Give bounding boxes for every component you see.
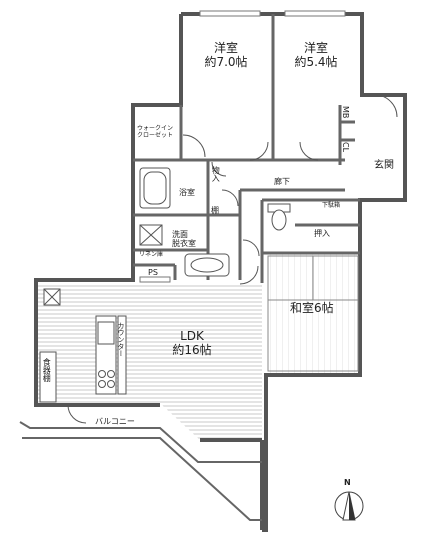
linen-line1: リネン bbox=[139, 251, 158, 258]
japanese-room-label: 和室6帖 bbox=[290, 301, 334, 315]
washbasin bbox=[184, 253, 230, 277]
ldk-floor bbox=[38, 283, 262, 440]
balcony-outline bbox=[19, 421, 262, 521]
western-room-2-label: 洋室 約5.4帖 bbox=[294, 41, 338, 70]
western-room-2-name: 洋室 bbox=[303, 41, 328, 55]
toilet bbox=[267, 203, 291, 231]
shoe-cabinet-label: 下駄箱 bbox=[322, 202, 341, 209]
shelf-label: 棚 bbox=[211, 206, 219, 215]
walk-in-closet-line2: クローゼット bbox=[137, 131, 174, 139]
laundry-pan bbox=[139, 224, 163, 246]
cl-label: CL bbox=[341, 142, 351, 153]
japanese-room-floor bbox=[266, 253, 362, 373]
counter-label: カウンター bbox=[117, 322, 126, 357]
western-room-1-name: 洋室 bbox=[213, 41, 238, 55]
linen-label: リネン庫 bbox=[139, 251, 164, 259]
washroom-label: 洗面 脱衣室 bbox=[172, 230, 196, 248]
balcony-label: バルコニー bbox=[95, 417, 135, 426]
washroom-line1: 洗面 bbox=[172, 230, 188, 239]
western-room-1-label: 洋室 約7.0帖 bbox=[204, 41, 248, 70]
cupboard-box bbox=[39, 351, 57, 403]
linen-line2: 庫 bbox=[157, 251, 164, 258]
walk-in-closet-line1: ウォークイン bbox=[137, 125, 174, 132]
storage-label: 物入 bbox=[211, 166, 221, 182]
entrance-label: 玄関 bbox=[374, 160, 394, 171]
hallway-label: 廊下 bbox=[274, 177, 290, 186]
compass-north-label: N bbox=[344, 478, 351, 487]
closet-label: 押入 bbox=[314, 229, 330, 238]
windows bbox=[139, 10, 346, 283]
door-swings bbox=[67, 94, 398, 424]
cupboard-label: 食器棚 bbox=[42, 358, 52, 382]
compass bbox=[334, 491, 364, 521]
washroom-line2: 脱衣室 bbox=[172, 239, 196, 249]
bathtub bbox=[139, 167, 171, 209]
ldk-label: LDK 約16帖 bbox=[172, 329, 212, 358]
kitchen-counter bbox=[95, 315, 127, 395]
ventilation-mark bbox=[43, 288, 61, 306]
western-room-1-size: 約7.0帖 bbox=[204, 54, 248, 69]
western-room-2-size: 約5.4帖 bbox=[294, 54, 338, 69]
tatami-lines bbox=[267, 255, 359, 372]
mb-label: MB bbox=[341, 106, 351, 119]
bathroom-label: 浴室 bbox=[179, 188, 195, 197]
ldk-size: 約16帖 bbox=[172, 342, 212, 357]
ldk-name: LDK bbox=[180, 329, 204, 343]
ps-label: PS bbox=[148, 268, 158, 277]
walk-in-closet-label: ウォークイン クローゼット bbox=[137, 125, 174, 140]
